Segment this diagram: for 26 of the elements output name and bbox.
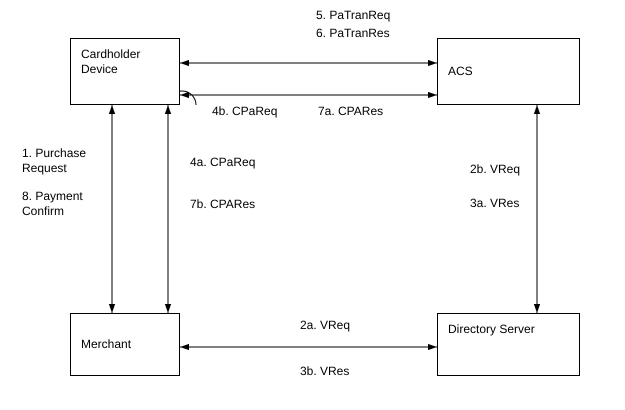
arrow <box>164 104 172 314</box>
process-box <box>437 38 580 105</box>
arrow <box>534 104 540 314</box>
edge-label: 2a. VReq <box>300 318 352 333</box>
arrow <box>180 60 438 66</box>
node-label: ACS <box>447 64 473 79</box>
process-box <box>70 38 180 105</box>
edge-label: 5. PaTranReq <box>316 8 392 23</box>
arrow <box>108 104 116 314</box>
message-label: 6. PaTranRes <box>316 26 391 41</box>
node-label: Merchant <box>80 337 132 352</box>
message-label: 3b. VRes <box>300 364 350 379</box>
message-label: 7b. CPARes <box>190 197 256 212</box>
process-box <box>437 313 580 376</box>
edge-label: 1. Purchase Request <box>22 146 88 176</box>
arrow <box>180 92 438 98</box>
message-label: 7a. CPARes <box>318 104 384 119</box>
edge-label: 4b. CPaReq <box>212 104 278 119</box>
message-label: 3a. VRes <box>470 196 520 211</box>
edge-label: 2b. VReq <box>470 162 522 177</box>
process-box <box>70 313 180 376</box>
node-label: Directory Server <box>447 322 535 337</box>
node-label: Cardholder Device <box>80 47 142 77</box>
arrow <box>180 344 438 350</box>
message-label: 8. Payment Confirm <box>22 189 84 219</box>
edge-label: 4a. CPaReq <box>190 155 256 170</box>
